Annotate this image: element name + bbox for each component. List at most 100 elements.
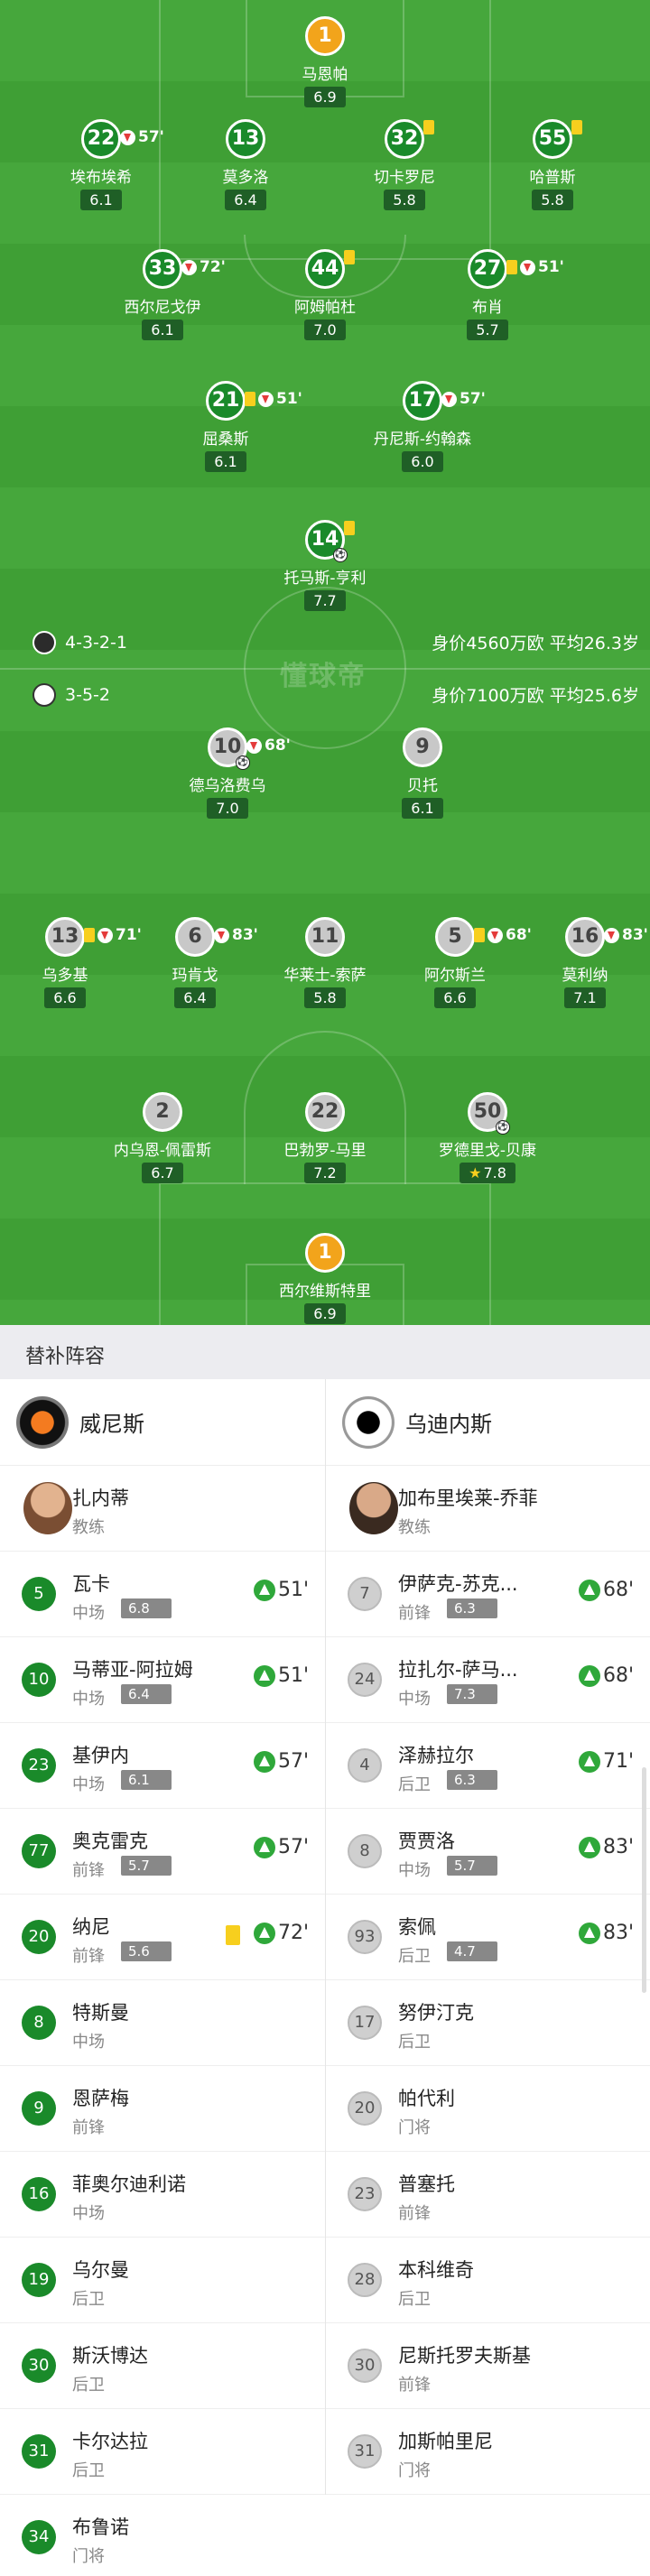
- sub-number-badge: 24: [348, 1663, 382, 1697]
- sub-player-name: 帕代利: [398, 2088, 455, 2109]
- formation-label: 4-3-2-1: [65, 632, 127, 653]
- sub-player-position: 后卫: [72, 2290, 105, 2309]
- sub-out-arrow-icon: [246, 737, 262, 754]
- sub-player-name: 马蒂亚-阿拉姆: [72, 1659, 193, 1681]
- player-number: 13: [231, 127, 260, 150]
- goal-ball-icon: ⚽: [236, 755, 250, 770]
- pitch-player[interactable]: 50⚽罗德里戈-贝康★7.8: [415, 1092, 560, 1183]
- sub-player-position: 后卫: [398, 1775, 431, 1794]
- coach-row[interactable]: 加布里埃莱-乔菲 教练: [326, 1466, 650, 1552]
- yellow-card-icon: [245, 392, 255, 406]
- player-name: 阿尔斯兰: [424, 967, 486, 985]
- sub-number-badge: 9: [22, 2091, 56, 2126]
- sub-in-minute: 68': [602, 1579, 634, 1601]
- sub-player-position: 后卫: [398, 1947, 431, 1966]
- coach-row[interactable]: 扎内蒂 教练: [0, 1466, 325, 1552]
- goal-ball-icon: ⚽: [333, 548, 348, 562]
- sub-number-badge: 77: [22, 1834, 56, 1868]
- player-rating-value: 6.0: [411, 453, 434, 470]
- sub-out-minute: 68': [506, 926, 532, 944]
- player-events: 51': [506, 250, 564, 284]
- team-header[interactable]: 乌迪内斯: [326, 1379, 650, 1466]
- sub-player-name: 乌尔曼: [72, 2259, 129, 2281]
- team-header[interactable]: 威尼斯: [0, 1379, 325, 1466]
- yellow-card-icon: [344, 250, 355, 264]
- sub-number-badge: 8: [22, 2006, 56, 2040]
- player-rating: 6.6: [434, 987, 476, 1008]
- center-circle: [244, 587, 406, 749]
- player-rating-value: 5.8: [393, 191, 416, 208]
- sub-player-rating: 5.6: [121, 1941, 172, 1961]
- sub-player-position: 后卫: [398, 2290, 431, 2309]
- player-number: 1: [318, 1241, 332, 1264]
- player-rating: 6.1: [402, 798, 443, 819]
- sub-number-badge: 10: [22, 1663, 56, 1697]
- player-number: 2: [155, 1100, 170, 1123]
- coach-avatar: [23, 1482, 72, 1534]
- player-rating-value: 6.9: [313, 88, 337, 106]
- player-name: 丹尼斯-约翰森: [373, 431, 472, 449]
- player-rating: 5.7: [467, 320, 508, 340]
- player-rating: 7.2: [304, 1163, 346, 1183]
- player-number: 1: [318, 24, 332, 47]
- sub-player-name: 泽赫拉尔: [398, 1745, 474, 1766]
- scrollbar[interactable]: [642, 1767, 646, 1993]
- sub-player-name: 斯沃博达: [72, 2345, 148, 2367]
- team-value-text: 身价7100万欧 平均25.6岁: [432, 686, 639, 706]
- player-rating-value: 5.7: [476, 321, 499, 338]
- sub-in-minute: 71': [602, 1750, 634, 1773]
- sub-player-name: 瓦卡: [72, 1573, 110, 1595]
- player-number: 21: [211, 389, 240, 412]
- venezia-mini-logo: [32, 630, 56, 654]
- sub-player-position: 中场: [72, 2033, 105, 2052]
- team-value-text: 身价4560万欧 平均26.3岁: [432, 634, 639, 653]
- player-number: 11: [311, 925, 339, 948]
- sub-in-arrow-icon: [253, 1579, 275, 1601]
